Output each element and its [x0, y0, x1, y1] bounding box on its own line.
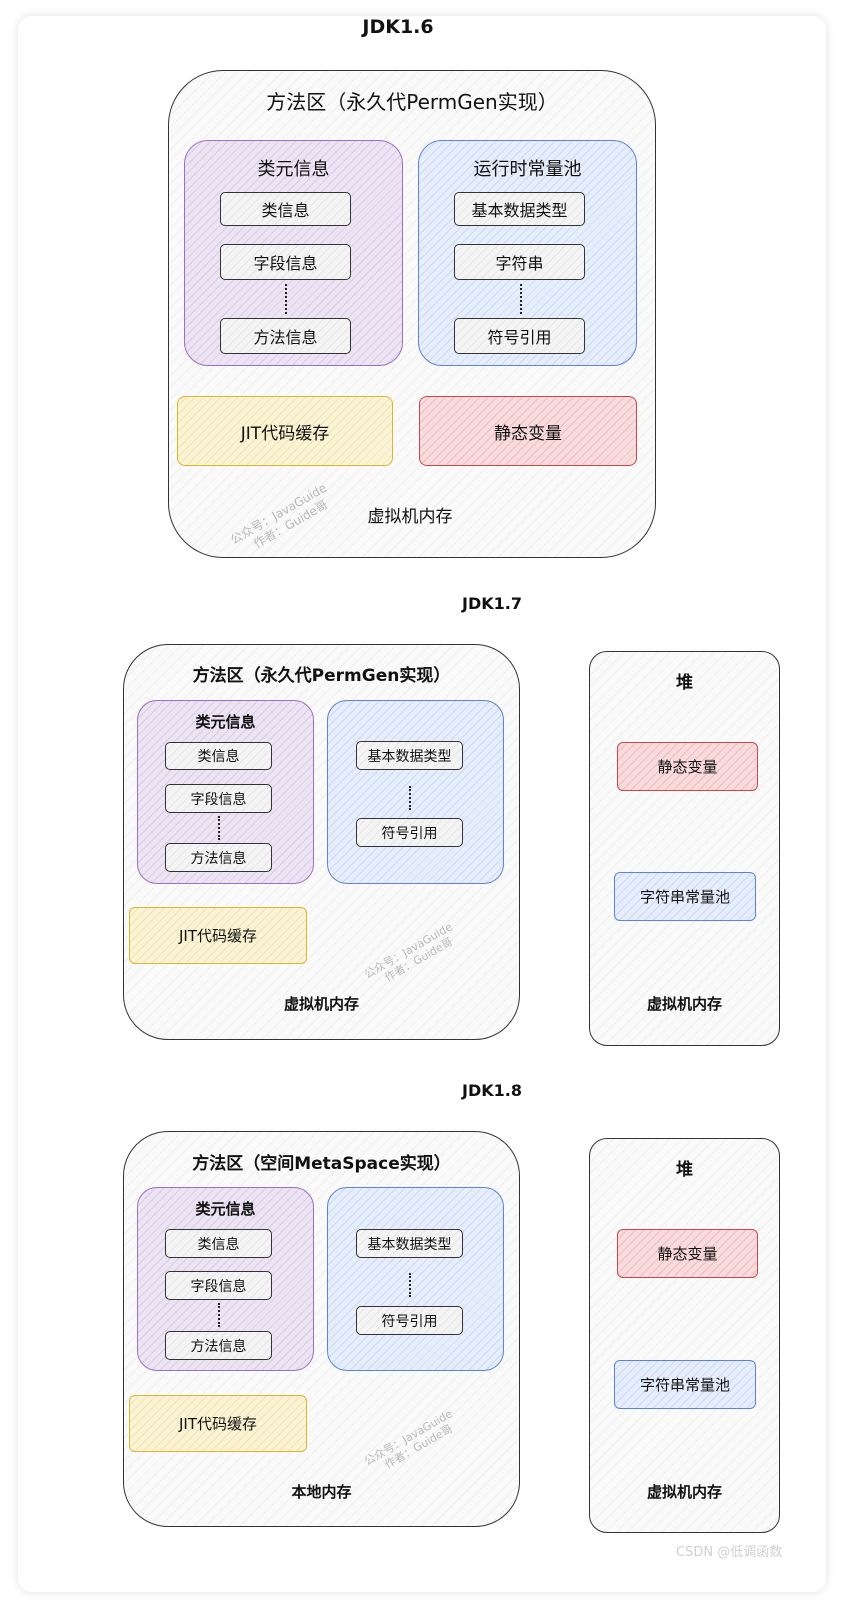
jdk16-runtime-pool-ellipsis [520, 284, 522, 314]
csdn-watermark: CSDN @低调函数 [676, 1545, 783, 1560]
jdk17-runtime-pool-box [327, 700, 504, 884]
jdk17-title: JDK1.7 [462, 594, 522, 613]
jdk17-class-meta-title: 类元信息 [195, 713, 256, 731]
jdk16-runtime-pool-title: 运行时常量池 [473, 159, 582, 180]
jdk16-primitive-types: 基本数据类型 [454, 192, 585, 226]
jdk18-heap-title: 堆 [676, 1160, 693, 1180]
jdk16-title: JDK1.6 [362, 16, 434, 38]
jdk17-jit-cache: JIT代码缓存 [129, 907, 307, 964]
jdk17-runtime-pool-ellipsis [409, 786, 411, 810]
jdk18-field-info: 字段信息 [165, 1271, 272, 1300]
jdk17-memory-label: 虚拟机内存 [283, 995, 359, 1013]
jdk17-method-area-title: 方法区（永久代PermGen实现） [192, 666, 451, 686]
jdk17-heap-memory-label: 虚拟机内存 [646, 995, 722, 1013]
jdk16-class-info: 类信息 [220, 192, 351, 226]
jdk16-class-meta-ellipsis [285, 284, 287, 314]
jdk17-primitive-types: 基本数据类型 [356, 741, 463, 770]
jdk18-string-pool: 字符串常量池 [614, 1360, 756, 1409]
jdk16-jit-cache: JIT代码缓存 [177, 396, 393, 466]
jdk16-class-meta-title: 类元信息 [257, 159, 330, 180]
jdk17-method-info: 方法信息 [165, 843, 272, 872]
jdk18-runtime-pool-ellipsis [409, 1273, 411, 1297]
jdk18-class-meta-title: 类元信息 [195, 1200, 256, 1218]
jdk17-heap [589, 651, 780, 1046]
jdk18-primitive-types: 基本数据类型 [356, 1229, 463, 1258]
jdk17-class-info: 类信息 [165, 742, 272, 770]
jdk18-runtime-pool-box [327, 1187, 504, 1371]
jdk17-symbol-refs: 符号引用 [356, 818, 463, 847]
jdk17-static-vars: 静态变量 [617, 742, 758, 791]
jdk18-heap [589, 1138, 780, 1533]
jdk18-method-info: 方法信息 [165, 1331, 272, 1360]
jdk18-class-meta-ellipsis [218, 1303, 220, 1327]
jdk18-jit-cache: JIT代码缓存 [129, 1395, 307, 1452]
jdk16-strings: 字符串 [454, 244, 585, 280]
jdk18-class-info: 类信息 [165, 1229, 272, 1258]
jdk16-method-info: 方法信息 [220, 318, 351, 354]
jdk16-method-area-title: 方法区（永久代PermGen实现） [266, 90, 558, 114]
jdk17-class-meta-ellipsis [218, 816, 220, 840]
jdk16-static-vars: 静态变量 [419, 396, 637, 466]
jdk16-symbol-refs: 符号引用 [454, 318, 585, 354]
jdk18-memory-label: 本地内存 [291, 1483, 352, 1501]
jdk18-method-area-title: 方法区（空间MetaSpace实现） [192, 1154, 451, 1174]
jdk17-heap-title: 堆 [676, 673, 693, 693]
jdk18-symbol-refs: 符号引用 [356, 1306, 463, 1335]
jdk18-title: JDK1.8 [462, 1081, 522, 1100]
jdk17-field-info: 字段信息 [165, 784, 272, 813]
jdk18-heap-memory-label: 虚拟机内存 [646, 1483, 722, 1501]
jdk18-static-vars: 静态变量 [617, 1229, 758, 1278]
jdk16-field-info: 字段信息 [220, 244, 351, 280]
jdk17-string-pool: 字符串常量池 [614, 872, 756, 921]
jdk16-memory-label: 虚拟机内存 [367, 507, 453, 527]
